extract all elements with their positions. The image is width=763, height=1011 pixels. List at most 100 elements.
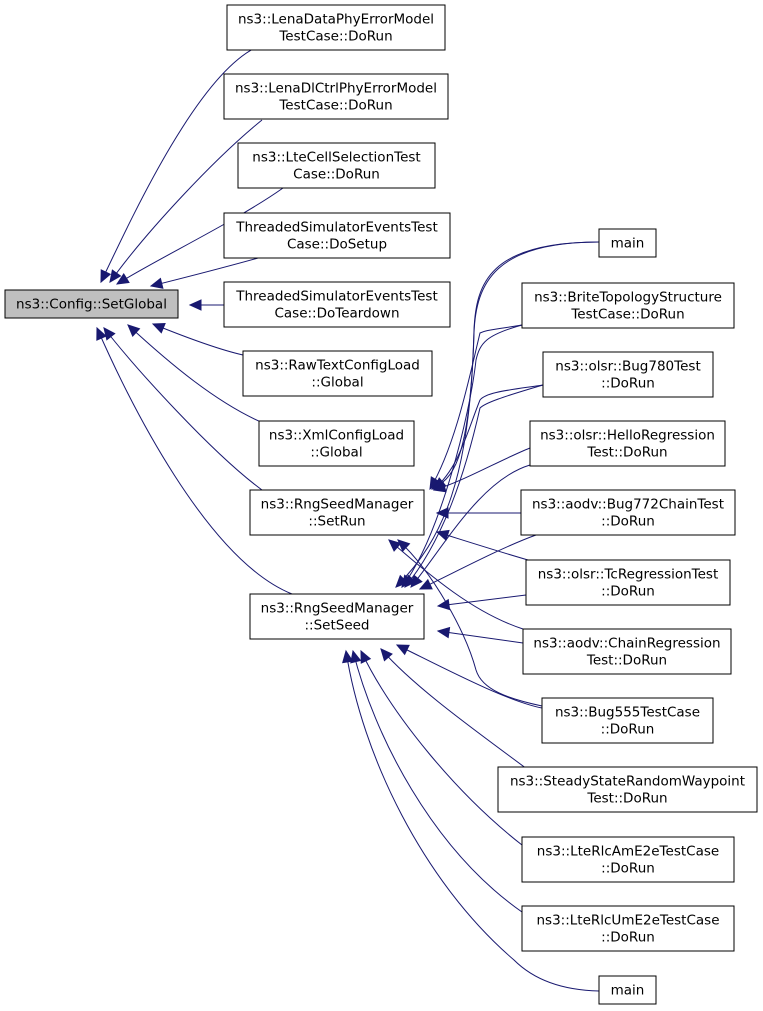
node-label-line: TestCase::DoRun — [278, 29, 392, 45]
node-setrun[interactable]: ns3::RngSeedManager::SetRun — [249, 489, 425, 536]
node-box — [223, 281, 451, 328]
edge-tcreg-to-setseed — [437, 594, 527, 607]
arrowhead-lena-data-to-setglobal — [100, 269, 112, 284]
node-label-line: ::DoRun — [601, 930, 655, 946]
node-label-line: ns3::RngSeedManager — [261, 601, 414, 617]
arrowhead-setrun-to-setglobal — [103, 327, 116, 341]
node-label-line: ns3::BriteTopologyStructure — [534, 290, 722, 306]
node-label-line: ns3::LteRlcUmE2eTestCase — [536, 913, 719, 929]
arrowhead-lena-dlctrl-to-setglobal — [109, 269, 122, 283]
node-setseed[interactable]: ns3::RngSeedManager::SetSeed — [249, 593, 425, 640]
node-main1[interactable]: main — [598, 228, 657, 258]
node-lena-data[interactable]: ns3::LenaDataPhyErrorModelTestCase::DoRu… — [226, 4, 446, 51]
node-label-line: ::SetRun — [308, 514, 365, 530]
node-tcreg[interactable]: ns3::olsr::TcRegressionTest::DoRun — [525, 559, 731, 606]
node-box — [525, 559, 731, 606]
node-label-line: ns3::olsr::HelloRegression — [540, 428, 715, 444]
node-rlcum[interactable]: ns3::LteRlcUmE2eTestCase::DoRun — [521, 905, 735, 952]
edge-bug780-to-setseed — [404, 384, 544, 588]
arrowhead-hello-to-setseed — [410, 574, 423, 588]
node-label-line: Test::DoRun — [586, 653, 667, 669]
node-box — [521, 836, 735, 883]
node-label-line: TestCase::DoRun — [278, 98, 392, 114]
edge-chainreg-to-setseed — [437, 630, 524, 644]
node-label-line: ns3::LteCellSelectionTest — [252, 150, 420, 166]
node-setglobal[interactable]: ns3::Config::SetGlobal — [4, 289, 179, 319]
node-main2[interactable]: main — [598, 975, 657, 1005]
node-box — [237, 142, 436, 189]
node-box — [522, 628, 732, 675]
edge-bug772-to-setseed — [419, 534, 537, 590]
node-label-line: ::Global — [311, 375, 363, 391]
node-label-line: main — [611, 983, 645, 999]
arrowhead-rlcam-to-setseed — [360, 649, 372, 664]
edge-rlcum-to-setseed — [352, 650, 523, 913]
node-label-line: ns3::LteRlcAmE2eTestCase — [537, 844, 719, 860]
node-bug555[interactable]: ns3::Bug555TestCase::DoRun — [541, 697, 714, 744]
node-label-line: ns3::RngSeedManager — [261, 497, 414, 513]
edge-bug555-to-setseed — [396, 644, 543, 709]
arrowhead-bug555-to-setrun — [397, 539, 411, 553]
node-label-line: ThreadedSimulatorEventsTest — [235, 220, 438, 236]
node-label-line: ns3::XmlConfigLoad — [269, 428, 404, 444]
node-box — [242, 350, 433, 397]
arrowhead-threaded-teardown-to-setglobal — [188, 299, 202, 311]
node-box — [249, 593, 425, 640]
node-label-line: Test::DoRun — [586, 791, 667, 807]
node-label-line: ns3::LenaDataPhyErrorModel — [238, 12, 434, 28]
node-label-line: ::SetSeed — [304, 618, 369, 634]
arrowhead-steady-to-setseed — [380, 648, 393, 662]
node-box — [541, 697, 714, 744]
node-box — [249, 489, 425, 536]
node-label-line: ns3::LenaDlCtrlPhyErrorModel — [235, 81, 437, 97]
node-label-line: ::Global — [310, 445, 362, 461]
node-steady[interactable]: ns3::SteadyStateRandomWaypointTest::DoRu… — [497, 766, 758, 813]
edge-tcreg-to-setrun — [436, 531, 529, 561]
arrowhead-chainreg-to-setrun — [388, 539, 402, 552]
edge-lena-dlctrl-to-setglobal — [109, 119, 263, 283]
arrowhead-setseed-to-setglobal — [96, 326, 107, 341]
call-graph-nodes: ns3::Config::SetGlobal ns3::LenaDataPhyEr… — [4, 4, 758, 1005]
node-label-line: ns3::Bug555TestCase — [555, 705, 700, 721]
arrowhead-threaded-setup-to-setglobal — [149, 277, 164, 289]
node-label-line: TestCase::DoRun — [570, 307, 684, 323]
arrowhead-rawtext-to-setglobal — [151, 322, 166, 334]
node-box — [521, 282, 735, 329]
node-xml[interactable]: ns3::XmlConfigLoad::Global — [258, 420, 415, 467]
arrowhead-tcreg-to-setseed — [436, 598, 451, 611]
call-graph-edges — [96, 47, 600, 992]
node-box — [497, 766, 758, 813]
node-label-line: ThreadedSimulatorEventsTest — [235, 289, 438, 305]
arrowhead-xml-to-setglobal — [127, 324, 141, 338]
node-label-line: ns3::SteadyStateRandomWaypoint — [510, 774, 745, 790]
node-threaded-teardown[interactable]: ThreadedSimulatorEventsTestCase::DoTeard… — [223, 281, 451, 328]
node-box — [542, 351, 714, 398]
node-rlcam[interactable]: ns3::LteRlcAmE2eTestCase::DoRun — [521, 836, 735, 883]
arrowhead-hello-to-setrun — [432, 481, 447, 493]
node-brite[interactable]: ns3::BriteTopologyStructureTestCase::DoR… — [521, 282, 735, 329]
edge-brite-to-setseed — [401, 324, 523, 588]
edge-bug555-to-setrun — [397, 539, 543, 707]
node-rawtext[interactable]: ns3::RawTextConfigLoad::Global — [242, 350, 433, 397]
edge-chainreg-to-setrun — [388, 539, 524, 630]
node-box — [258, 420, 415, 467]
node-label-line: Test::DoRun — [586, 445, 667, 461]
node-bug780[interactable]: ns3::olsr::Bug780Test::DoRun — [542, 351, 714, 398]
node-label-line: ns3::aodv::Bug772ChainTest — [532, 497, 724, 513]
node-label-line: ns3::Config::SetGlobal — [16, 297, 167, 313]
node-bug772[interactable]: ns3::aodv::Bug772ChainTest::DoRun — [520, 489, 736, 536]
node-box — [598, 228, 657, 258]
node-label-line: ::DoRun — [601, 584, 655, 600]
arrowhead-main2-to-setseed — [342, 649, 354, 664]
node-label-line: ::DoRun — [601, 861, 655, 877]
node-box — [223, 73, 449, 120]
arrowhead-bug780-to-setseed — [404, 574, 417, 588]
node-box — [521, 905, 735, 952]
edge-lena-data-to-setglobal — [100, 47, 256, 283]
edge-bug780-to-setrun — [433, 384, 544, 490]
node-lena-dlctrl[interactable]: ns3::LenaDlCtrlPhyErrorModelTestCase::Do… — [223, 73, 449, 120]
